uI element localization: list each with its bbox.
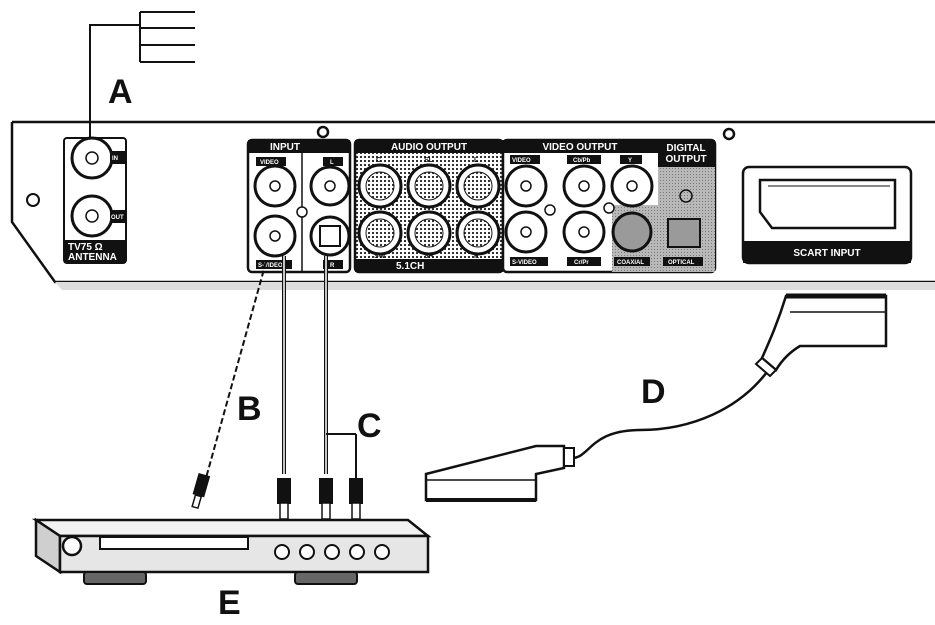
rear-panel [10, 120, 935, 290]
callout-c: C [357, 407, 382, 445]
audio-output-title: AUDIO OUTPUT [391, 142, 467, 153]
input-svideo-label: S-VIDEO [258, 263, 283, 269]
coaxial-label: COAXIAL [617, 260, 644, 266]
audio-l-label: L [474, 157, 479, 164]
video-output-title: VIDEO OUTPUT [542, 142, 617, 153]
input-r-label: R [330, 263, 335, 269]
digital-output-line2: OUTPUT [665, 154, 706, 165]
video-output-block [501, 138, 717, 274]
svideo-cable [191, 261, 267, 510]
antenna-label-line1: TV75 Ω [68, 242, 103, 253]
digital-output-line1: DIGITAL [666, 143, 705, 154]
audio-sw-label: SW [374, 253, 386, 260]
antenna-out-label: OUT [111, 215, 124, 221]
audio-mode-label: 5.1CH [396, 261, 424, 272]
rca-cables [277, 256, 363, 520]
callout-b: B [237, 390, 262, 428]
audio-sr-label: SR [424, 253, 434, 260]
callout-d: D [641, 373, 666, 411]
scart-cable [424, 293, 888, 502]
audio-c-label: C [376, 157, 381, 164]
scart-input-block [741, 165, 913, 265]
video-cbpb-label: Cb/Pb [573, 158, 591, 164]
optical-label: OPTICAL [668, 260, 695, 266]
video-svideo-label: S-VIDEO [512, 260, 537, 266]
video-crpr-label: Cr/Pr [574, 260, 589, 266]
input-title: INPUT [270, 142, 300, 153]
video-video-label: VIDEO [512, 158, 531, 164]
antenna-icon [89, 11, 195, 152]
audio-r-label: R [474, 253, 479, 260]
antenna-in-label: IN [112, 156, 118, 162]
scart-input-label: SCART INPUT [793, 248, 860, 259]
callout-e: E [218, 584, 241, 620]
playback-device [31, 517, 432, 585]
audio-sl-label: SL [424, 157, 434, 164]
antenna-block [63, 136, 127, 264]
antenna-label-line2: ANTENNA [68, 252, 117, 263]
input-block [246, 138, 352, 274]
audio-output-block [353, 138, 505, 274]
input-l-label: L [330, 160, 334, 166]
video-y-label: Y [628, 158, 632, 164]
input-video-label: VIDEO [260, 160, 279, 166]
callout-a: A [108, 73, 133, 111]
